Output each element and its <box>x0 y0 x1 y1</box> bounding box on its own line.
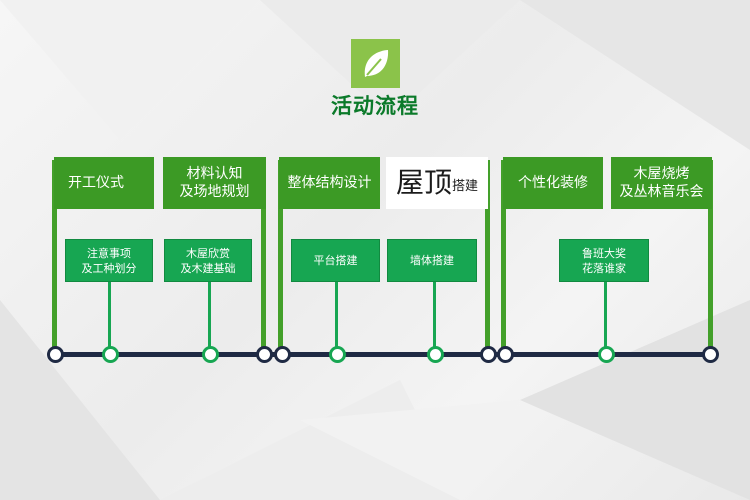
timeline-node <box>598 346 615 363</box>
phase-label: 个性化装修 <box>518 175 588 191</box>
timeline-node <box>47 346 64 363</box>
sub-step-stem <box>433 280 436 350</box>
timeline-bar <box>54 352 710 357</box>
timeline-node <box>329 346 346 363</box>
sub-step-line1: 注意事项 <box>87 246 131 260</box>
phase-pole <box>485 160 490 355</box>
sub-step-line2: 及木建基础 <box>180 261 236 275</box>
phase-pole <box>501 160 506 355</box>
leaf-icon <box>364 49 388 77</box>
sub-step-stem <box>335 280 338 350</box>
phase-flag: 开工仪式 <box>54 157 154 209</box>
phase-label-big: 屋顶 <box>395 166 452 199</box>
timeline-node <box>202 346 219 363</box>
timeline-node <box>480 346 497 363</box>
sub-step-line1: 鲁班大奖 <box>582 246 626 260</box>
timeline-node <box>256 346 273 363</box>
phase-label-small: 搭建 <box>452 179 479 194</box>
page-title: 活动流程 <box>331 94 419 118</box>
sub-step-box: 平台搭建 <box>291 239 380 282</box>
sub-step-label: 墙体搭建 <box>410 254 454 267</box>
timeline-node <box>427 346 444 363</box>
sub-step-box: 鲁班大奖 花落谁家 <box>559 239 649 282</box>
sub-step-stem <box>604 280 607 350</box>
sub-step-box: 注意事项 及工种划分 <box>65 239 153 282</box>
phase-label-line1: 材料认知 <box>186 166 243 182</box>
phase-flag: 木屋烧烤 及丛林音乐会 <box>611 157 712 209</box>
timeline-node <box>497 346 514 363</box>
sub-step-line1: 木屋欣赏 <box>186 246 230 260</box>
timeline-node <box>702 346 719 363</box>
phase-flag: 屋顶 搭建 <box>386 157 488 209</box>
phase-label-line2: 及丛林音乐会 <box>619 184 704 200</box>
sub-step-label: 平台搭建 <box>313 254 358 267</box>
sub-step-box: 墙体搭建 <box>387 239 477 282</box>
phase-flag: 个性化装修 <box>503 157 603 209</box>
sub-step-line2: 花落谁家 <box>582 261 626 275</box>
sub-step-stem <box>208 280 211 350</box>
phase-label-line1: 木屋烧烤 <box>633 166 690 182</box>
phase-label: 开工仪式 <box>68 175 124 191</box>
phase-pole <box>261 160 266 355</box>
timeline-node <box>274 346 291 363</box>
phase-flag: 材料认知 及场地规划 <box>163 157 266 209</box>
phase-label: 整体结构设计 <box>287 175 372 191</box>
phase-pole <box>278 160 283 355</box>
phase-label-line2: 及场地规划 <box>179 184 250 200</box>
sub-step-stem <box>108 280 111 350</box>
sub-step-box: 木屋欣赏 及木建基础 <box>164 239 252 282</box>
sub-step-line2: 及工种划分 <box>81 261 137 275</box>
logo-box <box>351 39 400 88</box>
phase-pole <box>52 160 57 355</box>
phase-flag: 整体结构设计 <box>279 157 380 209</box>
timeline-node <box>102 346 119 363</box>
phase-pole <box>708 160 713 355</box>
